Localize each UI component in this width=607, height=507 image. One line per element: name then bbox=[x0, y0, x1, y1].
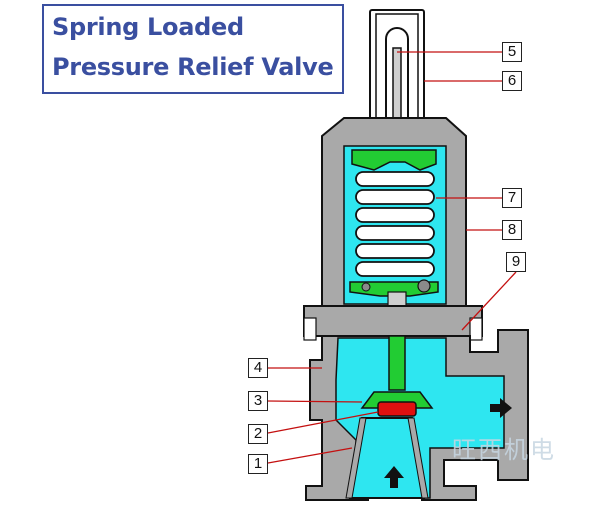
spring-coil bbox=[355, 261, 435, 277]
callout-4: 4 bbox=[248, 358, 268, 378]
upper-spring-guide bbox=[351, 149, 437, 171]
flange-bolt bbox=[469, 317, 483, 341]
title-line-1: Spring Loaded bbox=[52, 13, 244, 41]
bonnet-chamber bbox=[343, 145, 447, 305]
valve-seat bbox=[377, 401, 417, 417]
callout-9: 9 bbox=[506, 252, 526, 272]
body-flange bbox=[303, 305, 483, 337]
guide-ball bbox=[361, 282, 371, 292]
watermark: 旺西机电 bbox=[452, 436, 556, 464]
callout-7: 7 bbox=[502, 188, 522, 208]
spring bbox=[355, 171, 435, 277]
flow-arrow-right-icon bbox=[490, 398, 512, 418]
spring-coil bbox=[355, 189, 435, 205]
leader-line-1 bbox=[267, 447, 353, 464]
leader-line-3 bbox=[267, 400, 363, 403]
spring-coil bbox=[355, 243, 435, 259]
callout-2: 2 bbox=[248, 424, 268, 444]
nozzle-wall bbox=[345, 417, 367, 499]
flow-arrow-up-icon bbox=[384, 466, 404, 488]
title-line-2: Pressure Relief Valve bbox=[52, 53, 334, 81]
callout-5: 5 bbox=[502, 42, 522, 62]
spring-coil bbox=[355, 171, 435, 187]
nozzle-wall bbox=[407, 417, 429, 499]
leader-line-9 bbox=[461, 271, 517, 331]
spring-coil bbox=[355, 207, 435, 223]
callout-6: 6 bbox=[502, 71, 522, 91]
title-box: Spring Loaded Pressure Relief Valve bbox=[42, 4, 344, 94]
leader-lines bbox=[267, 51, 517, 464]
callout-3: 3 bbox=[248, 391, 268, 411]
disc-stem bbox=[388, 335, 406, 391]
callout-1: 1 bbox=[248, 454, 268, 474]
flange-bolt bbox=[303, 317, 317, 341]
guide-ball bbox=[417, 279, 431, 293]
callout-8: 8 bbox=[502, 220, 522, 240]
lower-spring-guide bbox=[349, 281, 439, 297]
spring-coil bbox=[355, 225, 435, 241]
leader-line-2 bbox=[267, 411, 379, 434]
